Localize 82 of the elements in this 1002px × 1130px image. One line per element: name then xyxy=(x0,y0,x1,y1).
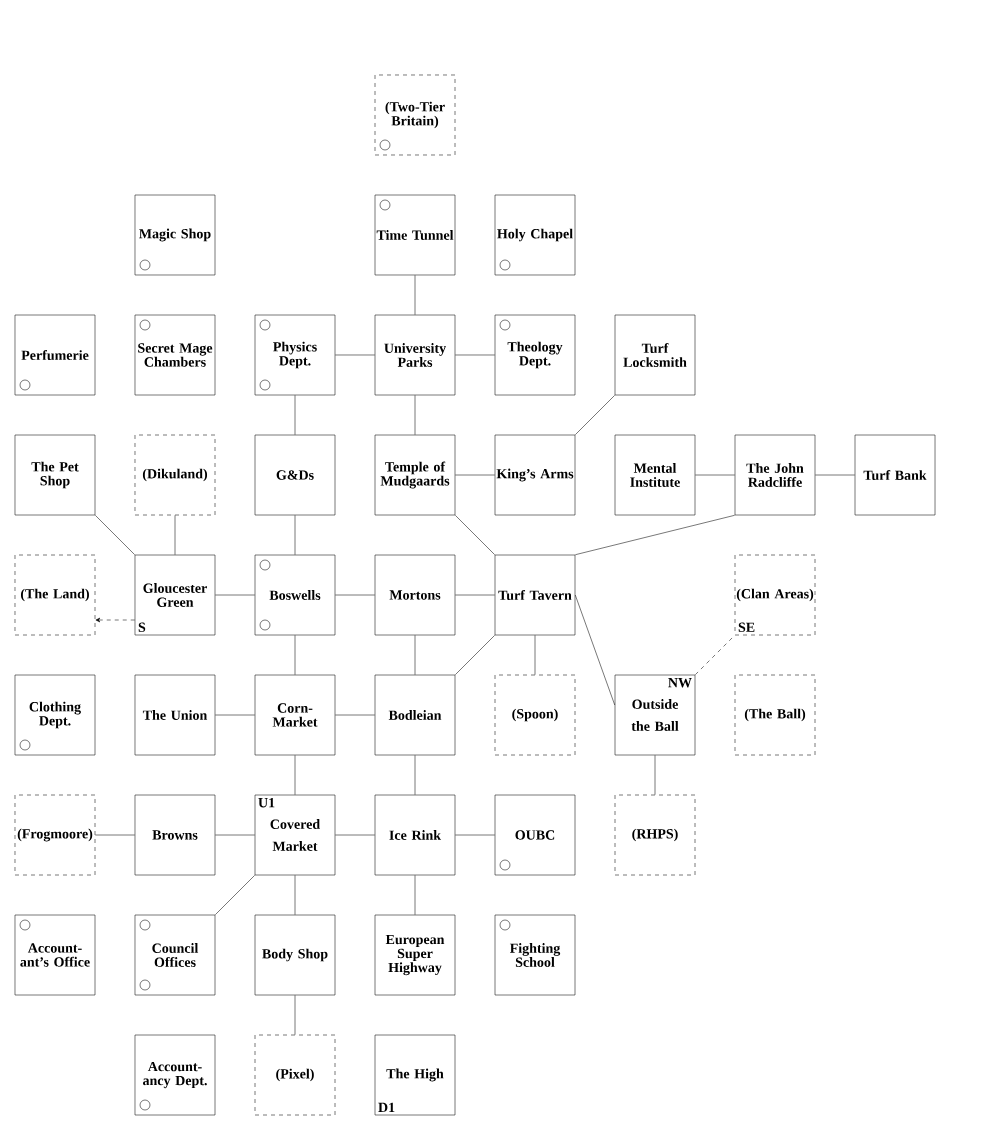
room-box: Turf Bank xyxy=(854,434,936,516)
connector-line xyxy=(455,515,495,555)
connector-line xyxy=(695,635,735,675)
connector-line xyxy=(455,354,495,356)
connector-line xyxy=(695,474,735,476)
room-box: European Super Highway xyxy=(374,914,456,996)
connector-line xyxy=(95,617,135,623)
room-box: Theology Dept. xyxy=(494,314,576,396)
room-box: Fighting School xyxy=(494,914,576,996)
exit-label: SE xyxy=(738,622,755,632)
room-box: Secret Mage Chambers xyxy=(134,314,216,396)
connector-line xyxy=(294,515,296,555)
area-box: (Dikuland) xyxy=(134,434,216,516)
area-box: (Spoon) xyxy=(494,674,576,756)
connector-line xyxy=(95,515,135,555)
room-box: Perfumerie xyxy=(14,314,96,396)
connector-line xyxy=(455,474,495,476)
room-box: Corn- Market xyxy=(254,674,336,756)
area-box: (Two-Tier Britain) xyxy=(374,74,456,156)
connector-line xyxy=(414,275,416,315)
area-box: (The Ball) xyxy=(734,674,816,756)
room-box: Physics Dept. xyxy=(254,314,336,396)
connector-line xyxy=(294,395,296,435)
room-box: Temple of Mudgaards xyxy=(374,434,456,516)
room-box: Time Tunnel xyxy=(374,194,456,276)
connector-line xyxy=(95,834,135,836)
room-box: Account- ancy Dept. xyxy=(134,1034,216,1116)
room-box: Browns xyxy=(134,794,216,876)
room-box: Body Shop xyxy=(254,914,336,996)
connector-line xyxy=(215,714,255,716)
connector-line xyxy=(414,635,416,675)
room-box: Holy Chapel xyxy=(494,194,576,276)
room-box: Magic Shop xyxy=(134,194,216,276)
area-box: (Frogmoore) xyxy=(14,794,96,876)
connector-line xyxy=(174,515,176,555)
exit-label: S xyxy=(138,622,146,632)
connector-line xyxy=(335,714,375,716)
area-box: (The Land) xyxy=(14,554,96,636)
connector-line xyxy=(414,395,416,435)
connector-line xyxy=(215,594,255,596)
connector-line xyxy=(534,635,536,675)
area-box: (Pixel) xyxy=(254,1034,336,1116)
connector-line xyxy=(455,635,495,675)
room-box: Mortons xyxy=(374,554,456,636)
room-box: Turf Locksmith xyxy=(614,314,696,396)
connector-line xyxy=(335,834,375,836)
exit-label: NW xyxy=(668,678,692,688)
room-box: Bodleian xyxy=(374,674,456,756)
connector-line xyxy=(335,594,375,596)
connector-line xyxy=(575,594,615,706)
room-box: University Parks xyxy=(374,314,456,396)
room-box: OUBC xyxy=(494,794,576,876)
connector-line xyxy=(294,755,296,795)
room-box: The Union xyxy=(134,674,216,756)
room-box: Account- ant’s Office xyxy=(14,914,96,996)
connector-line xyxy=(335,354,375,356)
connector-line xyxy=(294,635,296,675)
connector-line xyxy=(455,834,495,836)
room-box: Council Offices xyxy=(134,914,216,996)
connector-line xyxy=(294,995,296,1035)
room-box: Clothing Dept. xyxy=(14,674,96,756)
room-box: Mental Institute xyxy=(614,434,696,516)
connector-line xyxy=(575,395,615,435)
room-box: The Pet Shop xyxy=(14,434,96,516)
room-box: King’s Arms xyxy=(494,434,576,516)
connector-line xyxy=(414,875,416,915)
connector-line xyxy=(215,875,255,915)
room-box: Boswells xyxy=(254,554,336,636)
connector-line xyxy=(654,755,656,795)
connector-line xyxy=(215,834,255,836)
connector-line xyxy=(455,594,495,596)
room-box: Ice Rink xyxy=(374,794,456,876)
connector-line xyxy=(294,875,296,915)
exit-label: D1 xyxy=(378,1102,395,1112)
room-box: The John Radcliffe xyxy=(734,434,816,516)
area-box: (RHPS) xyxy=(614,794,696,876)
connector-line xyxy=(815,474,855,476)
connector-line xyxy=(575,515,735,555)
exit-label: U1 xyxy=(258,798,275,808)
room-box: Turf Tavern xyxy=(494,554,576,636)
room-box: G&Ds xyxy=(254,434,336,516)
connector-line xyxy=(414,755,416,795)
